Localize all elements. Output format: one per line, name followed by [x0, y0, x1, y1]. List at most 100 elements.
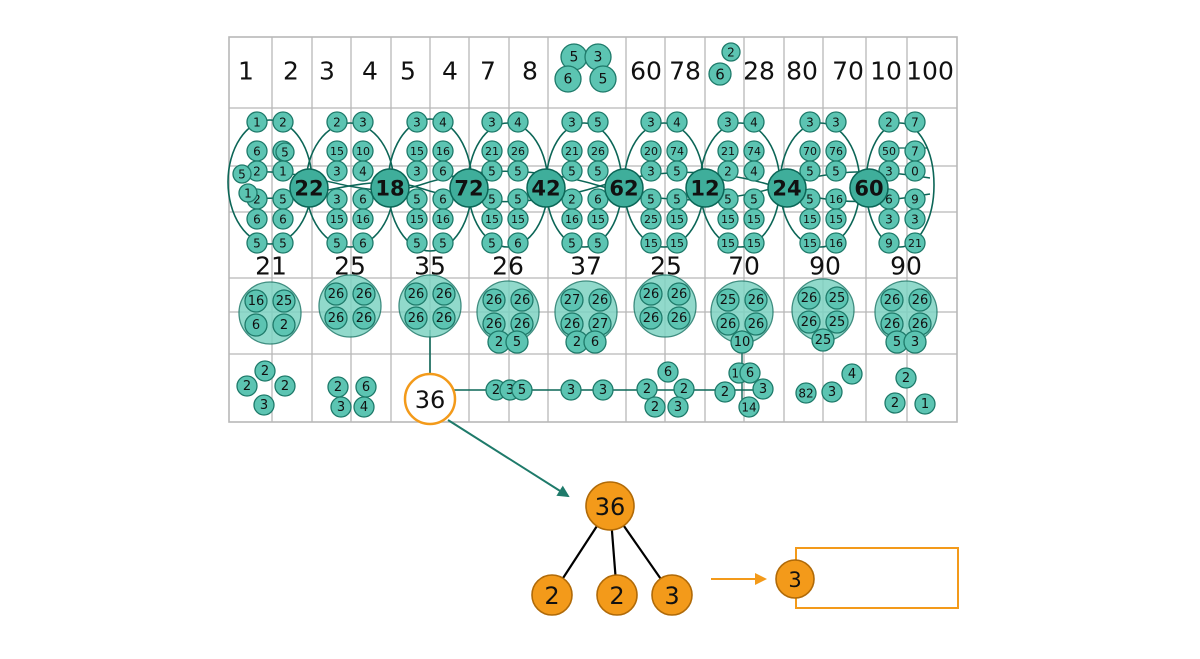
node-label: 5	[518, 383, 526, 398]
node-label: 21	[908, 237, 922, 250]
node-circle	[639, 282, 663, 306]
node-circle	[289, 168, 329, 208]
pair-node: 5	[666, 188, 688, 210]
node-label: 6	[664, 365, 672, 380]
node-circle	[716, 288, 740, 312]
node-label: 5	[279, 237, 287, 251]
bottom-node: 2	[236, 375, 258, 397]
node-label: 16	[436, 213, 450, 226]
node-label: 3	[260, 398, 268, 413]
node-circle	[604, 168, 644, 208]
blob-node: 25	[716, 288, 740, 312]
node-circle	[666, 111, 688, 133]
node-label: 26	[643, 287, 660, 302]
blob-node: 26	[639, 282, 663, 306]
hub-node: 22	[289, 168, 329, 208]
node-label: 25	[720, 293, 737, 308]
blob-node: 26	[432, 282, 456, 306]
node-label: 5	[488, 237, 496, 251]
blob-node: 26	[324, 306, 348, 330]
header-number: 5	[400, 57, 416, 86]
node-circle	[708, 62, 732, 86]
node-circle	[717, 160, 739, 182]
header-number: 10	[870, 57, 902, 86]
bottom-node: 2	[895, 367, 917, 389]
node-label: 60	[854, 177, 883, 201]
bottom-node: 3	[253, 394, 275, 416]
pair-node: 15	[481, 208, 503, 230]
blob-node: 25	[811, 328, 835, 352]
pair-node: 15	[640, 232, 662, 254]
blob-node: 26	[432, 306, 456, 330]
node-circle	[406, 232, 428, 254]
node-label: 3	[759, 382, 767, 397]
blob-background	[874, 280, 938, 344]
pair-node: 74	[666, 140, 688, 162]
node-circle	[895, 367, 917, 389]
node-label: 6	[715, 66, 725, 84]
blob-node: 26	[744, 312, 768, 336]
pair-node: 1	[246, 111, 268, 133]
blob-node: 26	[667, 282, 691, 306]
blob-node: 26	[352, 306, 376, 330]
header-number: 4	[442, 57, 458, 86]
node-label: 21	[721, 145, 735, 158]
node-label: 15	[410, 213, 424, 226]
node-label: 3	[885, 165, 893, 179]
node-label: 3	[413, 116, 421, 130]
node-circle	[880, 288, 904, 312]
blob-node: 26	[510, 312, 534, 336]
bottom-node: 2	[644, 396, 666, 418]
node-label: 5	[514, 165, 522, 179]
node-circle	[739, 362, 761, 384]
node-label: 5	[599, 72, 608, 88]
tree-node-label: 2	[609, 582, 624, 610]
node-circle	[743, 111, 765, 133]
pair-node: 15	[717, 232, 739, 254]
node-label: 26	[671, 287, 688, 302]
node-label: 26	[356, 311, 373, 326]
node-circle	[482, 288, 506, 312]
pair-node: 6	[507, 232, 529, 254]
node-circle	[795, 382, 817, 404]
hub-node: 72	[449, 168, 489, 208]
tree-child-node: 2	[531, 574, 573, 616]
blob-node: 26	[352, 282, 376, 306]
header-number: 100	[906, 57, 954, 86]
pair-node: 3	[799, 111, 821, 133]
node-circle	[254, 360, 276, 382]
node-label: 2	[568, 193, 576, 207]
bottom-node: 6	[657, 361, 679, 383]
bottom-node: 2	[254, 360, 276, 382]
pair-node: 6	[352, 232, 374, 254]
node-circle	[825, 111, 847, 133]
pair-node: 5	[272, 232, 294, 254]
connector-arrow	[447, 419, 570, 498]
tree-node-circle	[585, 481, 635, 531]
header-number: 3	[319, 57, 335, 86]
node-circle	[404, 282, 428, 306]
node-label: 15	[829, 213, 843, 226]
highlight-value: 36	[415, 386, 446, 414]
node-label: 2	[253, 193, 261, 207]
node-label: 26	[592, 293, 609, 308]
node-circle	[246, 232, 268, 254]
node-label: 5	[806, 193, 814, 207]
blob-background	[398, 274, 462, 338]
node-circle	[589, 65, 617, 93]
header-number: 60	[630, 57, 662, 86]
node-label: 62	[609, 177, 638, 201]
node-label: 1	[921, 397, 929, 412]
hub-node: 60	[849, 168, 889, 208]
node-circle	[743, 160, 765, 182]
node-label: 42	[531, 177, 560, 201]
bottom-node: 3	[592, 379, 614, 401]
node-label: 16	[829, 237, 843, 250]
bottom-node: 3	[560, 379, 582, 401]
node-label: 2	[281, 379, 289, 394]
pair-node: 6	[432, 160, 454, 182]
node-circle	[510, 288, 534, 312]
node-circle	[352, 160, 374, 182]
node-label: 27	[592, 317, 609, 332]
